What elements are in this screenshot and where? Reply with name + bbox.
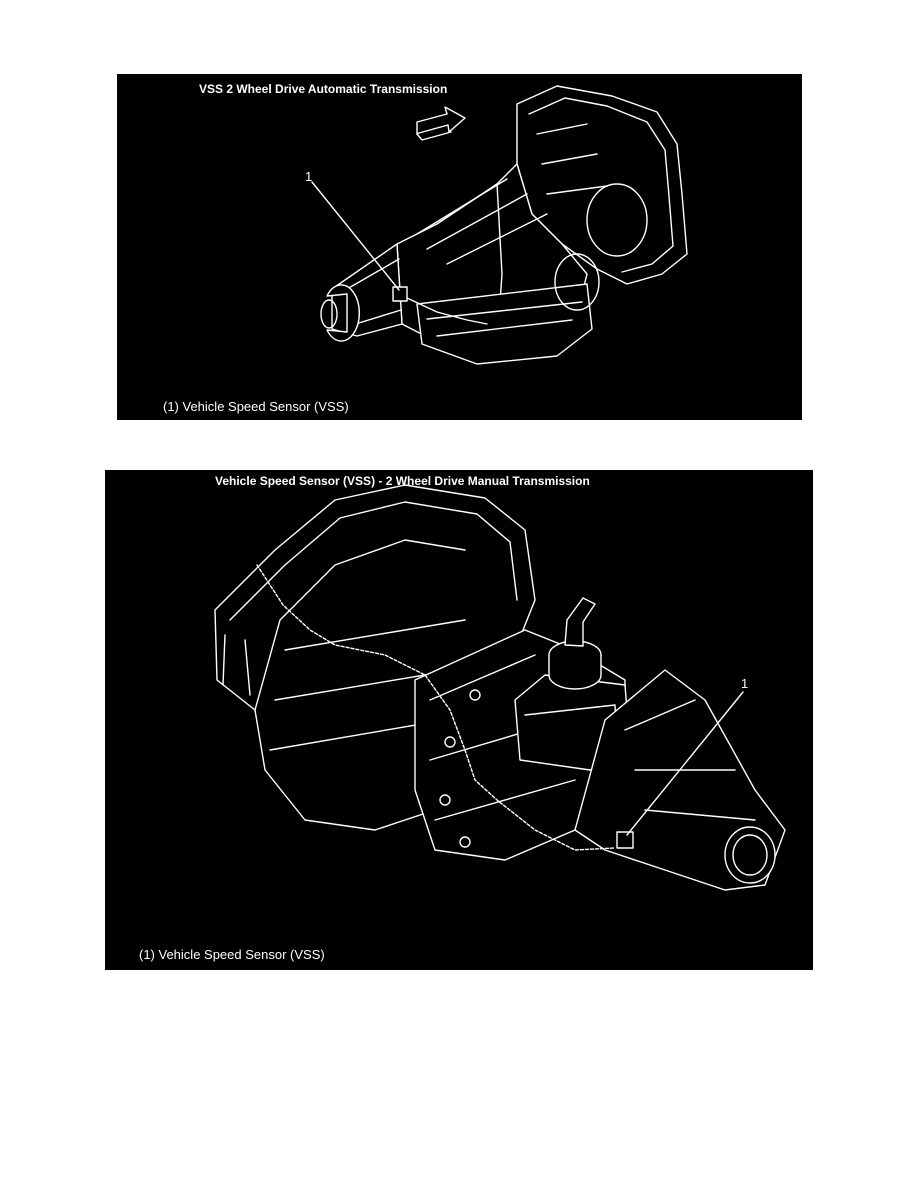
automatic-transmission-drawing xyxy=(311,85,688,365)
callout-leader-line xyxy=(626,691,744,836)
figure-title: VSS 2 Wheel Drive Automatic Transmission xyxy=(199,82,448,96)
figure-manual-transmission: Vehicle Speed Sensor (VSS) - 2 Wheel Dri… xyxy=(105,470,813,970)
figure-title: Vehicle Speed Sensor (VSS) - 2 Wheel Dri… xyxy=(215,474,590,488)
wiring-harness xyxy=(256,564,616,851)
manual-transmission-drawing xyxy=(214,484,786,891)
callout-number: 1 xyxy=(305,169,313,184)
figure-caption: (1) Vehicle Speed Sensor (VSS) xyxy=(163,399,349,414)
front-direction-arrow-icon xyxy=(416,106,466,141)
callout-number: 1 xyxy=(741,676,749,691)
callout-leader-line xyxy=(311,181,400,291)
figure-automatic-transmission: VSS 2 Wheel Drive Automatic Transmission… xyxy=(117,74,802,420)
figure-caption: (1) Vehicle Speed Sensor (VSS) xyxy=(139,947,325,962)
